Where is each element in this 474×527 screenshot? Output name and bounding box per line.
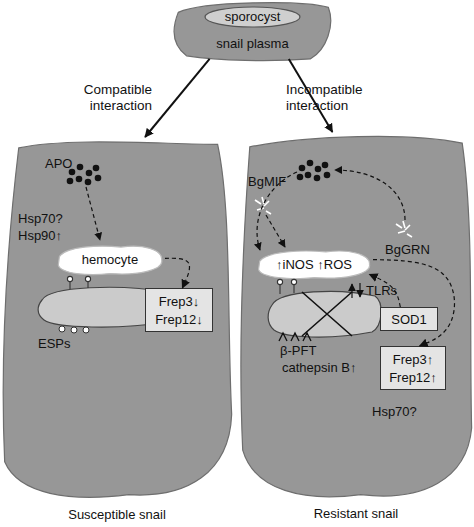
annotation-label: Hsp70? [18,211,63,226]
node-text: ↑iNOS ↑ROS [255,257,373,272]
node-text: Frep12↑ [381,370,445,385]
node-text: Resistant snail [238,506,474,521]
enzyme-box: SOD1 [380,307,438,331]
node-text: Frep3↓ [146,294,212,309]
hemocyte-cell: hemocyte [55,243,165,277]
annotation-label: cathepsin B↑ [282,360,356,375]
node-text: hemocyte [55,252,165,267]
annotation-label: Hsp70? [372,404,417,419]
annotation-label: Hsp90↑ [18,228,62,243]
annotation-label: β-PFT [280,343,316,358]
node-text: Frep3↑ [381,352,445,367]
snail-body-shape [241,136,472,496]
node-text: SOD1 [381,312,437,327]
node-text: sporocyst [205,9,300,24]
snail-body: Susceptible snailhemocyteFrep3↓Frep12↓ [0,137,234,502]
snail-body-shape [3,142,231,497]
sporocyst-ellipse-shape [205,7,300,27]
annotation-label: BgMIF [248,174,286,189]
connector-arrow [145,59,210,137]
gene-box: Frep3↓ Frep12↓ [145,288,213,332]
hemocyte-cell: ↑iNOS ↑ROS [255,248,373,281]
edge-label: Incompatible interaction [286,82,386,114]
sporocyst-ellipse: sporocyst [205,7,300,27]
annotation-label: BgGRN [385,242,430,257]
node-text: Susceptible snail [0,507,234,522]
annotation-label: ESPs [38,336,71,351]
host-plasma-region-shape [174,3,330,61]
node-text: Frep12↓ [146,312,212,327]
gene-box: Frep3↑ Frep12↑ [380,346,446,390]
edge-label: Compatible interaction [68,82,152,114]
host-plasma-region: snail plasma sporocyst [170,0,335,62]
annotation-label: APO [45,156,72,171]
node-text: snail plasma [170,36,335,51]
annotation-label: TLRs [366,283,397,298]
